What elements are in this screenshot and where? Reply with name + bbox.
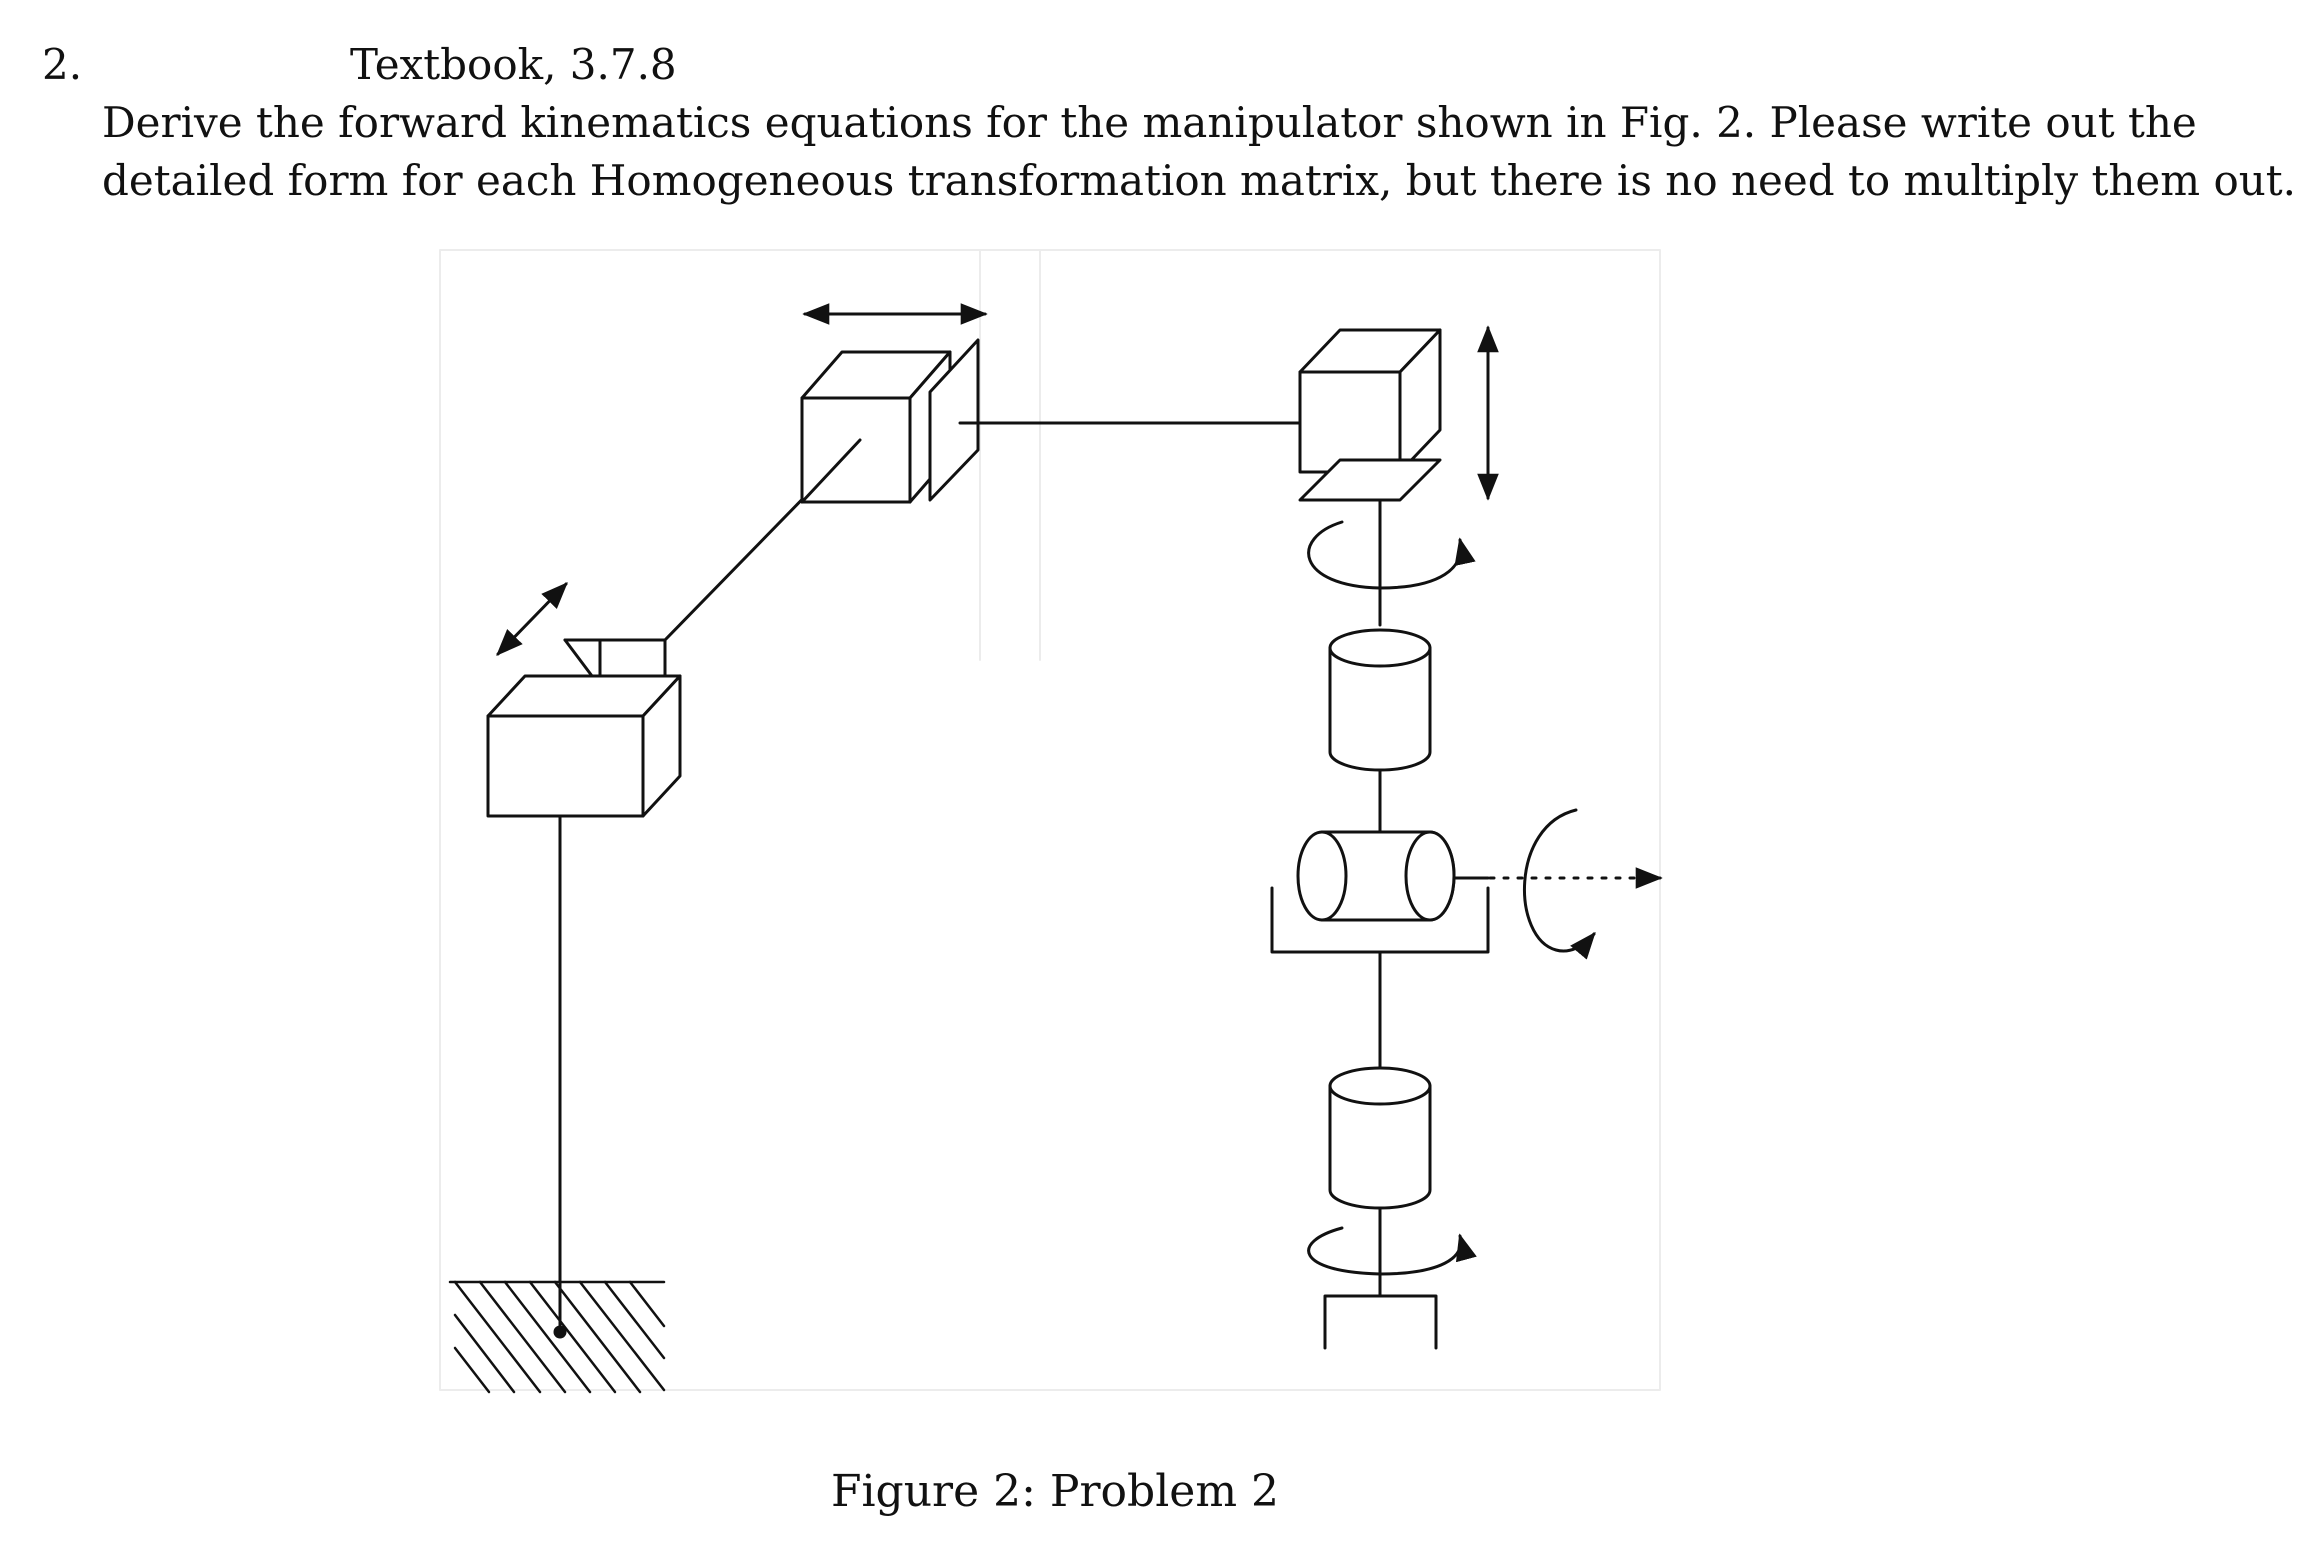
problem-statement: Derive the forward kinematics equations … [102, 94, 2297, 210]
problem-number: 2. [42, 40, 83, 89]
wrist-rotation-arrow-3 [1307, 1226, 1477, 1276]
figure-caption: Figure 2: Problem 2 [0, 1466, 2110, 1517]
problem-reference: Textbook, 3.7.8 [350, 40, 677, 89]
prismatic-joint-3 [1298, 328, 1442, 502]
wrist-rotation-arrow-1 [1307, 520, 1476, 590]
gripper [1323, 1294, 1438, 1350]
scan-ghost-background [439, 249, 1661, 1391]
problem-text-line-1: Derive the forward kinematics equations … [102, 98, 2197, 147]
prismatic-joint-2 [800, 338, 980, 504]
prismatic-joint-1 [486, 638, 682, 818]
wrist-cylinder-1 [1328, 628, 1432, 772]
prismatic-1-motion-arrow [496, 582, 568, 656]
wrist-cylinder-3 [1328, 1066, 1432, 1210]
base-joint-dot [553, 1325, 567, 1339]
ground-base [448, 1280, 666, 1394]
figure-caption-text: Figure 2: Problem 2 [830, 1466, 1280, 1517]
wrist-rotation-arrow-2 [1523, 808, 1596, 960]
wrist-cylinder-2 [1270, 830, 1490, 954]
problem-text-line-2: detailed form for each Homogeneous trans… [102, 156, 2297, 205]
